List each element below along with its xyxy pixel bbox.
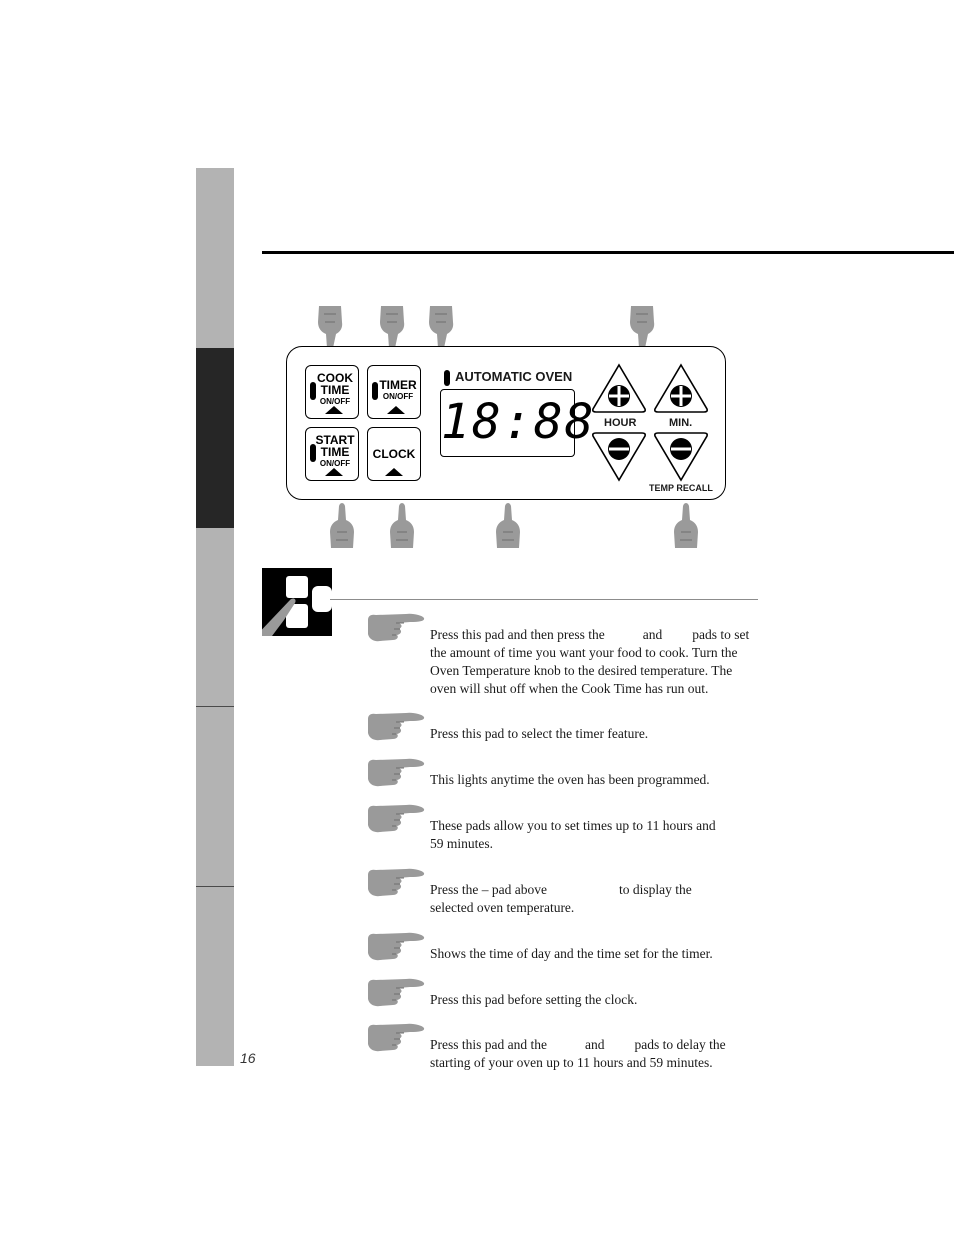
hour-label: HOUR	[604, 417, 637, 429]
temp-recall-label: TEMP RECALL	[649, 483, 713, 493]
pointer-finger-icon	[329, 502, 355, 549]
description-hour-min: These pads allow you to set times up to …	[366, 803, 766, 853]
pointing-hand-icon	[367, 932, 425, 961]
display-digits: 18:88	[441, 394, 596, 450]
time-display: 18:88	[440, 389, 596, 457]
hour-minus-button[interactable]	[590, 431, 648, 483]
clock-pad[interactable]: CLOCK	[367, 427, 421, 481]
pointer-finger-icon	[495, 502, 521, 549]
description-timer: Press this pad to select the timer featu…	[366, 711, 766, 751]
description-clock: Press this pad before setting the clock.	[366, 977, 766, 1017]
indicator-light	[372, 382, 378, 400]
description-automatic-oven: This lights anytime the oven has been pr…	[366, 757, 766, 797]
page-number: 16	[240, 1050, 256, 1066]
pad-label: TIME	[320, 445, 350, 459]
description-display: Shows the time of day and the time set f…	[366, 931, 766, 971]
pointing-hand-icon	[367, 804, 425, 833]
header-rule	[262, 251, 954, 254]
pointing-hand-icon	[367, 758, 425, 787]
hour-plus-button[interactable]	[590, 362, 648, 414]
oven-control-panel: COOK TIME ON/OFF TIMER ON/OFF START TIME…	[286, 346, 726, 500]
min-label: MIN.	[669, 417, 693, 429]
pointer-finger-icon	[389, 502, 415, 549]
pointing-hand-icon	[367, 1023, 425, 1052]
tab-divider	[196, 706, 234, 707]
cook-time-pad[interactable]: COOK TIME ON/OFF	[305, 365, 359, 419]
indicator-light	[310, 444, 316, 462]
pointing-hand-icon	[367, 868, 425, 897]
pad-sublabel: ON/OFF	[382, 392, 414, 401]
description-text: These pads allow you to set times up to …	[430, 818, 716, 851]
automatic-oven-light	[444, 370, 450, 386]
section-rule	[330, 599, 758, 600]
pad-label: CLOCK	[372, 447, 416, 461]
up-triangle-icon	[325, 468, 343, 476]
pad-label: TIME	[320, 383, 350, 397]
timer-pad[interactable]: TIMER ON/OFF	[367, 365, 421, 419]
side-tab-strip	[196, 168, 234, 1066]
up-triangle-icon	[325, 406, 343, 414]
description-text: Press this pad before setting the clock.	[430, 992, 638, 1007]
min-minus-button[interactable]	[652, 431, 710, 483]
pad-sublabel: ON/OFF	[319, 397, 351, 406]
description-text: Shows the time of day and the time set f…	[430, 946, 713, 961]
automatic-oven-label: AUTOMATIC OVEN	[455, 369, 573, 384]
pointing-hand-icon	[367, 712, 425, 741]
up-triangle-icon	[385, 468, 403, 476]
pad-sublabel: ON/OFF	[319, 459, 351, 468]
pad-label: START	[315, 433, 355, 447]
pointer-finger-icon	[673, 502, 699, 549]
pointing-hand-icon	[367, 613, 425, 642]
start-time-pad[interactable]: START TIME ON/OFF	[305, 427, 359, 481]
pointing-hand-icon	[367, 978, 425, 1007]
active-section-tab	[196, 348, 234, 528]
description-text: This lights anytime the oven has been pr…	[430, 772, 710, 787]
up-triangle-icon	[387, 406, 405, 414]
pad-label: TIMER	[379, 378, 417, 392]
tab-divider	[196, 886, 234, 887]
pad-label: COOK	[317, 371, 353, 385]
description-text: Press this pad to select the timer featu…	[430, 726, 649, 741]
min-plus-button[interactable]	[652, 362, 710, 414]
touch-pad-section-icon	[262, 568, 332, 636]
indicator-light	[310, 382, 316, 400]
